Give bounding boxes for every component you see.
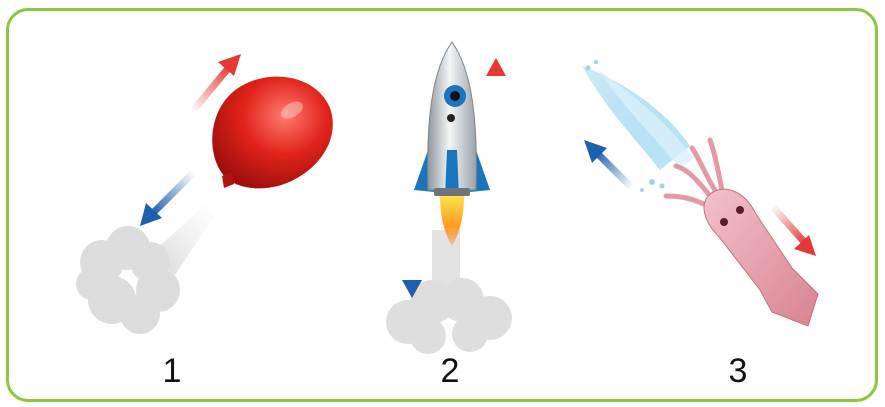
squid-reverse-arrow [596, 152, 632, 188]
balloon-body [212, 77, 333, 189]
squid-forward-arrow [772, 206, 806, 244]
panel-label-1: 1 [152, 352, 192, 391]
panel-2-rocket [386, 42, 512, 354]
panel-1-balloon [76, 54, 333, 334]
panel-3-squid [582, 60, 818, 326]
squid-body [704, 189, 818, 326]
rocket-forward-arrow-head [486, 58, 506, 76]
squid-eye-left [720, 218, 728, 226]
rocket-porthole [447, 114, 455, 122]
rocket-nozzle [434, 188, 470, 196]
panel-label-2: 2 [430, 352, 470, 391]
balloon-reverse-arrow [152, 172, 194, 214]
rocket-exhaust-cloud [386, 278, 512, 354]
panel-label-3: 3 [718, 352, 758, 391]
squid-eye-right [736, 206, 744, 214]
